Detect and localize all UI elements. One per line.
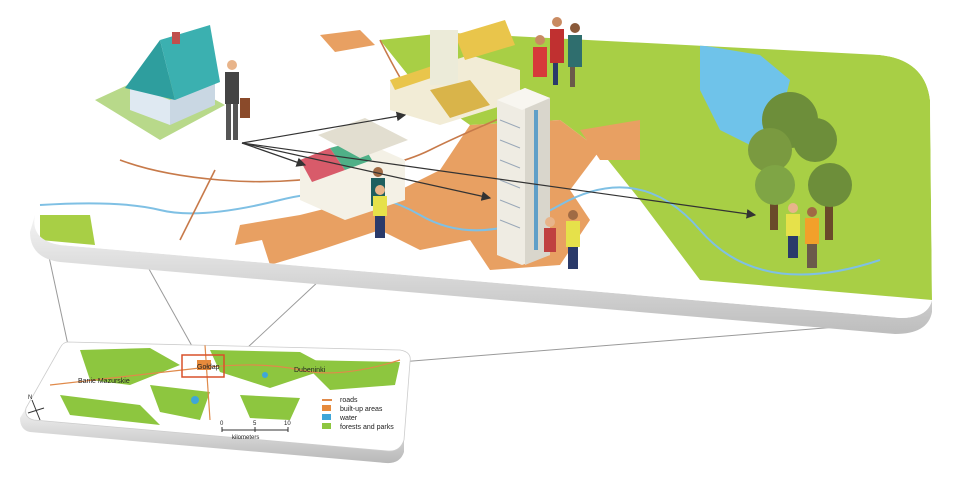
- school-building: [390, 20, 520, 125]
- legend-label-water: water: [339, 415, 358, 422]
- built-up-area: [320, 30, 375, 52]
- inset-built-up: [197, 360, 211, 370]
- inset-forest: [210, 350, 330, 388]
- river: [39, 186, 881, 276]
- north-arrow: [27, 399, 45, 421]
- legend-swatch-forest: [322, 423, 331, 429]
- legend-label-built-up: built-up areas: [340, 406, 383, 413]
- suburban-house: [95, 25, 225, 140]
- built-up-area: [580, 120, 640, 160]
- legend-swatch-water: [322, 414, 331, 420]
- park-trees: [748, 92, 852, 240]
- inset-water: [191, 396, 199, 404]
- businessman-figure: [225, 60, 250, 140]
- inset-focus-area: [181, 354, 225, 378]
- scale-tick-label: 10: [284, 421, 291, 427]
- greenery-area: [40, 215, 95, 245]
- movement-arrows: [241, 111, 757, 219]
- map-legend: roads built-up areas water forests and p…: [322, 397, 394, 431]
- inset-forest: [80, 348, 180, 385]
- scale-unit-label: kilometers: [232, 435, 259, 441]
- inset-road: [49, 359, 401, 386]
- apartment-tower: [497, 88, 550, 265]
- hiker-figures: [786, 203, 819, 268]
- north-label: N: [28, 395, 32, 401]
- scale-tick-label: 5: [253, 421, 257, 427]
- shopper-figures: [371, 167, 387, 238]
- scale-bar: 0 5 10 kilometers: [220, 421, 291, 441]
- town-label: Gołdap: [197, 364, 220, 371]
- legend-label-roads: roads: [340, 397, 358, 404]
- town-label: Dubeninki: [294, 367, 326, 374]
- town-label: Banie Mazurskie: [78, 378, 130, 385]
- scale-tick-label: 0: [220, 421, 224, 427]
- inset-road: [204, 344, 211, 421]
- inset-overview-map: Banie Mazurskie Gołdap Dubeninki N roads…: [20, 341, 411, 464]
- inset-forest: [150, 385, 210, 420]
- legend-swatch-built-up: [322, 405, 331, 411]
- legend-label-forest: forests and parks: [340, 424, 394, 431]
- inset-forest: [240, 395, 300, 420]
- inset-water: [262, 372, 268, 378]
- road: [179, 169, 216, 241]
- family-group-figures: [533, 17, 582, 87]
- resident-figures: [544, 210, 580, 269]
- inset-forest: [60, 395, 160, 425]
